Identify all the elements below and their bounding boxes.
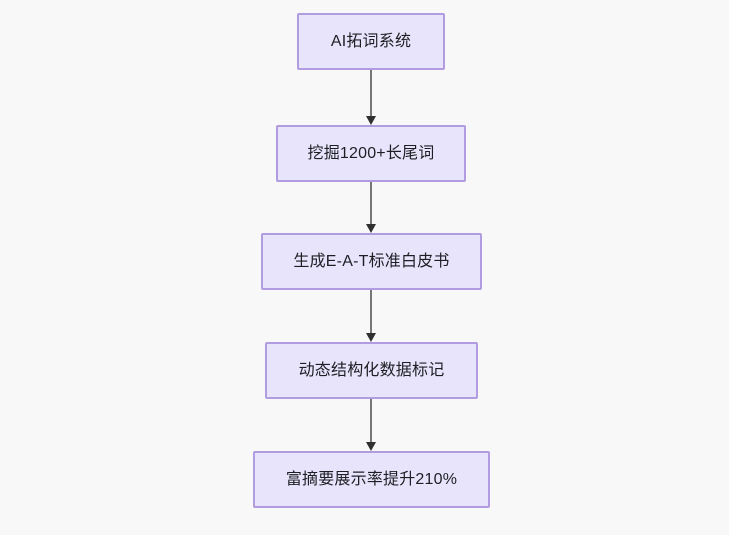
arrowhead-icon xyxy=(366,442,376,451)
flowchart-node-5[interactable]: 富摘要展示率提升210% xyxy=(253,451,490,508)
arrowhead-icon xyxy=(366,333,376,342)
connector-line xyxy=(370,182,372,225)
flowchart-node-label: 动态结构化数据标记 xyxy=(298,361,445,379)
connector-line xyxy=(370,290,372,334)
flowchart-node-label: 挖掘1200+长尾词 xyxy=(307,144,435,162)
flowchart-node-label: 生成E-A-T标准白皮书 xyxy=(293,252,450,270)
flowchart-node-label: AI拓词系统 xyxy=(330,32,412,50)
connector-line xyxy=(370,399,372,443)
flowchart-node-1[interactable]: AI拓词系统 xyxy=(297,13,445,70)
flowchart-node-label: 富摘要展示率提升210% xyxy=(285,470,458,488)
arrowhead-icon xyxy=(366,224,376,233)
flowchart-node-4[interactable]: 动态结构化数据标记 xyxy=(265,342,478,399)
arrowhead-icon xyxy=(366,116,376,125)
flowchart-node-2[interactable]: 挖掘1200+长尾词 xyxy=(276,125,466,182)
flowchart-node-3[interactable]: 生成E-A-T标准白皮书 xyxy=(261,233,482,290)
connector-line xyxy=(370,70,372,117)
